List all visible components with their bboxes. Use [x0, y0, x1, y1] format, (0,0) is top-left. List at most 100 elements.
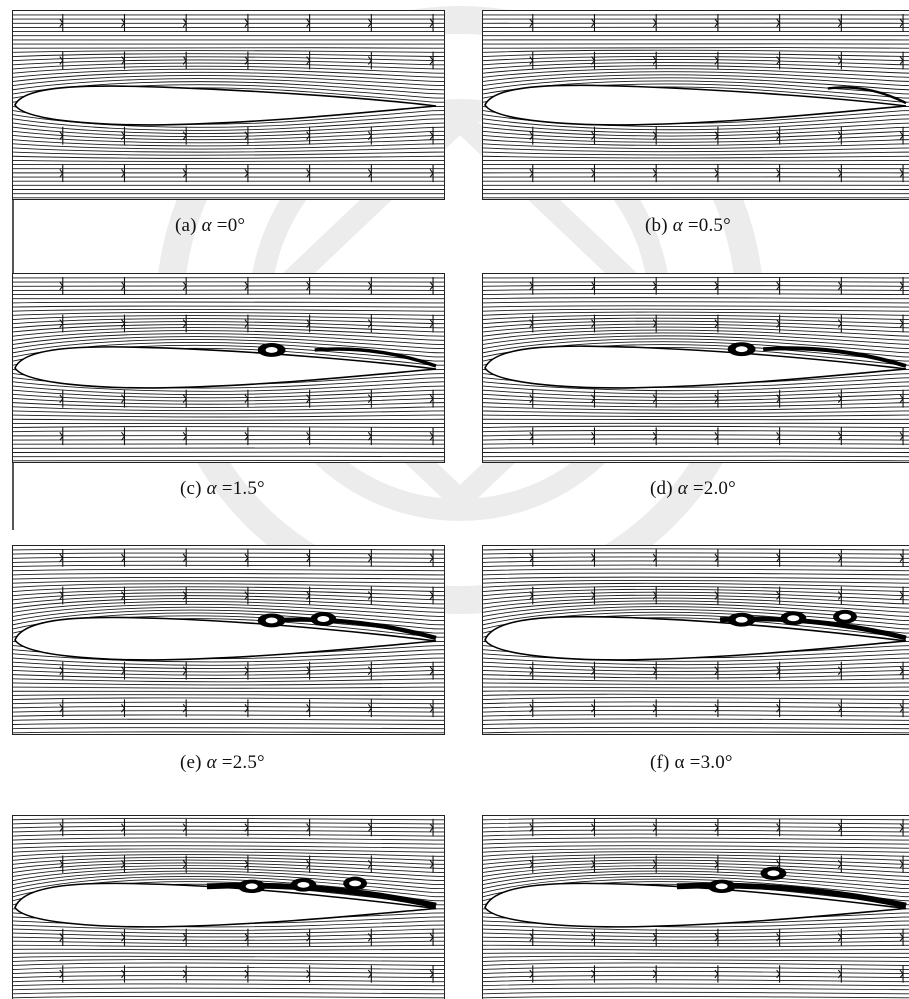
streamline: [483, 50, 909, 52]
streamline: [483, 996, 909, 997]
flow-arrow: [777, 699, 780, 717]
streamline: [13, 929, 444, 934]
streamline: [483, 298, 909, 299]
streamline-panel-f: [482, 545, 909, 735]
vortex-core: [787, 615, 799, 621]
streamline: [483, 557, 909, 558]
flow-arrow: [715, 52, 718, 70]
flow-arrow: [591, 819, 594, 836]
caption-e: (e) α =2.5°: [180, 752, 265, 774]
streamline: [483, 727, 909, 728]
flow-arrow: [591, 929, 594, 946]
flow-arrow: [653, 390, 656, 408]
streamline: [13, 683, 444, 685]
flow-arrow: [653, 277, 656, 295]
streamline: [483, 415, 909, 417]
streamline: [483, 666, 909, 671]
streamline: [13, 706, 444, 707]
streamline: [483, 435, 909, 436]
flow-arrow: [245, 427, 248, 445]
streamline: [483, 941, 909, 943]
flow-arrow: [183, 855, 186, 872]
flow-arrow: [777, 549, 780, 567]
flow-arrow: [777, 164, 780, 182]
streamline: [483, 956, 909, 957]
streamline: [483, 443, 909, 444]
streamline: [483, 662, 909, 668]
flow-arrow: [121, 587, 124, 605]
streamline: [13, 818, 444, 820]
flow-arrow: [838, 390, 841, 408]
streamline: [13, 452, 444, 453]
streamline: [483, 302, 909, 303]
streamline: [483, 710, 909, 712]
streamline: [483, 992, 909, 994]
streamline: [483, 822, 909, 824]
streamline: [13, 715, 444, 716]
flow-arrow: [777, 587, 780, 605]
streamline: [483, 694, 909, 695]
streamline: [13, 834, 444, 836]
flow-arrow: [245, 662, 248, 680]
airfoil-shape: [15, 883, 436, 926]
flow-arrow: [307, 427, 310, 445]
streamline: [13, 75, 444, 85]
streamline: [483, 315, 909, 319]
streamline: [483, 826, 909, 828]
streamline: [483, 595, 909, 604]
streamline: [13, 557, 444, 558]
flow-arrow: [591, 587, 594, 605]
streamline: [13, 156, 444, 158]
streamline: [13, 290, 444, 291]
vortex-core: [349, 881, 361, 887]
streamline: [13, 573, 444, 575]
streamline: [13, 160, 444, 161]
streamline: [13, 711, 444, 712]
flow-arrow: [245, 587, 248, 605]
flow-arrow: [307, 127, 310, 145]
streamline: [13, 956, 444, 957]
streamline: [483, 860, 909, 868]
flow-arrow: [60, 427, 63, 445]
streamline: [13, 852, 444, 857]
streamline: [13, 925, 444, 930]
flow-arrow: [530, 699, 533, 717]
streamline: [483, 698, 909, 700]
streamline-panel-a: [12, 10, 445, 200]
streamline-panel-g: [12, 815, 445, 999]
flow-arrow: [183, 127, 186, 145]
streamline-panel-h: [482, 815, 909, 999]
streamline: [483, 963, 909, 966]
flow-arrow: [60, 819, 63, 836]
streamline: [13, 144, 444, 149]
flow-arrow: [121, 315, 124, 333]
flow-arrow: [121, 549, 124, 567]
streamline: [483, 967, 909, 969]
flow-arrow: [245, 390, 248, 408]
streamline: [483, 294, 909, 295]
streamline: [13, 963, 444, 966]
vortex-core: [736, 346, 748, 352]
streamline: [483, 706, 909, 708]
streamline: [13, 553, 444, 554]
vortex-core: [266, 347, 278, 353]
streamline: [13, 687, 444, 688]
flow-arrow: [530, 127, 533, 145]
streamline: [13, 277, 444, 278]
streamline: [13, 976, 444, 978]
streamline: [13, 306, 444, 307]
streamline: [13, 581, 444, 583]
caption-b: (b) α =0.5°: [645, 215, 731, 237]
flow-arrow: [121, 929, 124, 946]
streamline: [13, 937, 444, 940]
streamline: [13, 941, 444, 943]
streamline: [13, 988, 444, 990]
flow-arrow: [368, 427, 371, 445]
streamline: [13, 310, 444, 312]
flow-arrow: [60, 699, 63, 717]
caption-d: (d) α =2.0°: [650, 478, 736, 500]
vortex-core: [839, 614, 851, 620]
streamline: [13, 561, 444, 562]
streamline: [13, 152, 444, 155]
streamline: [13, 587, 444, 592]
